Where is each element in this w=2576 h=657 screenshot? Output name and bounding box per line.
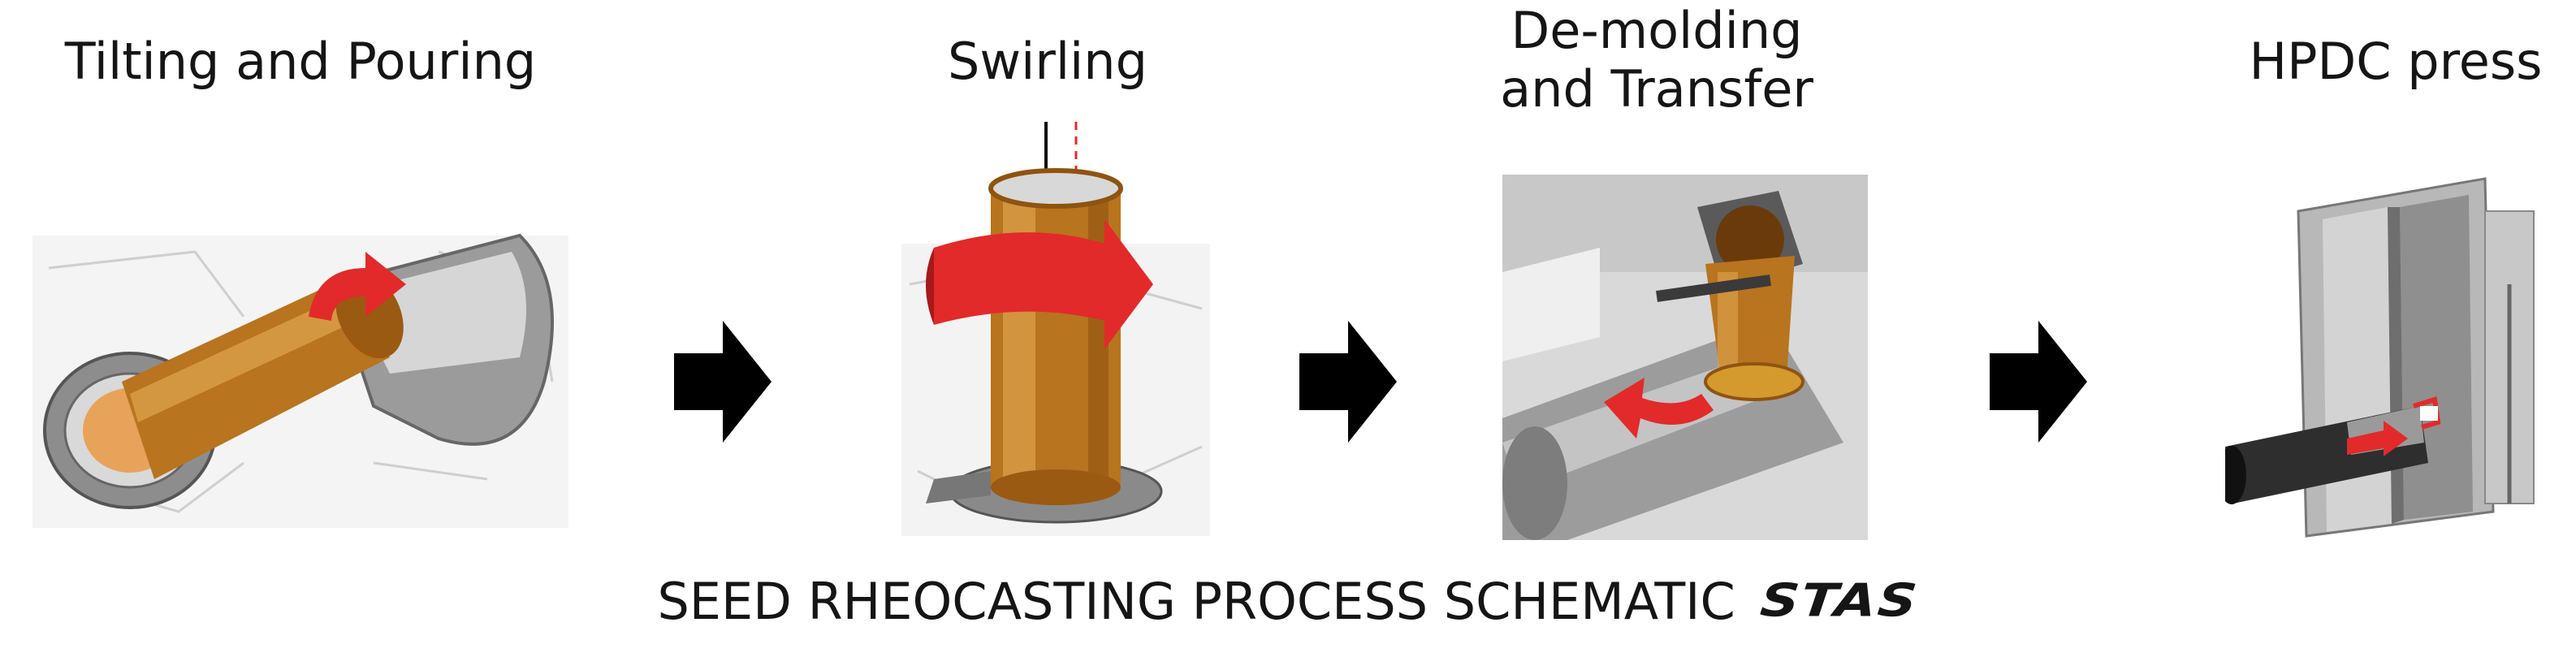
- stas-logo: STAS: [1758, 573, 1922, 628]
- stage-1-label: Tilting and Pouring: [64, 32, 537, 91]
- tilting-pouring-illustration: [32, 233, 568, 528]
- caption-text: SEED RHEOCASTING PROCESS SCHEMATIC: [657, 572, 1735, 631]
- swirling-illustration: [901, 122, 1210, 536]
- stage-4-label: HPDC press: [2249, 32, 2543, 91]
- stage-3-label-line1: De-molding: [1511, 1, 1803, 60]
- stage-2-label: Swirling: [948, 32, 1148, 91]
- stage-3-label: De-molding and Transfer: [1478, 2, 1835, 119]
- hpdc-press-illustration: [2225, 177, 2535, 538]
- process-arrow-1: [674, 321, 772, 443]
- demolding-transfer-illustration: [1502, 175, 1868, 540]
- process-arrow-2: [1299, 321, 1397, 443]
- diagram-caption: SEED RHEOCASTING PROCESS SCHEMATIC STAS: [0, 568, 2576, 634]
- process-arrow-3: [1990, 321, 2087, 443]
- stage-3-label-line2: and Transfer: [1500, 59, 1813, 119]
